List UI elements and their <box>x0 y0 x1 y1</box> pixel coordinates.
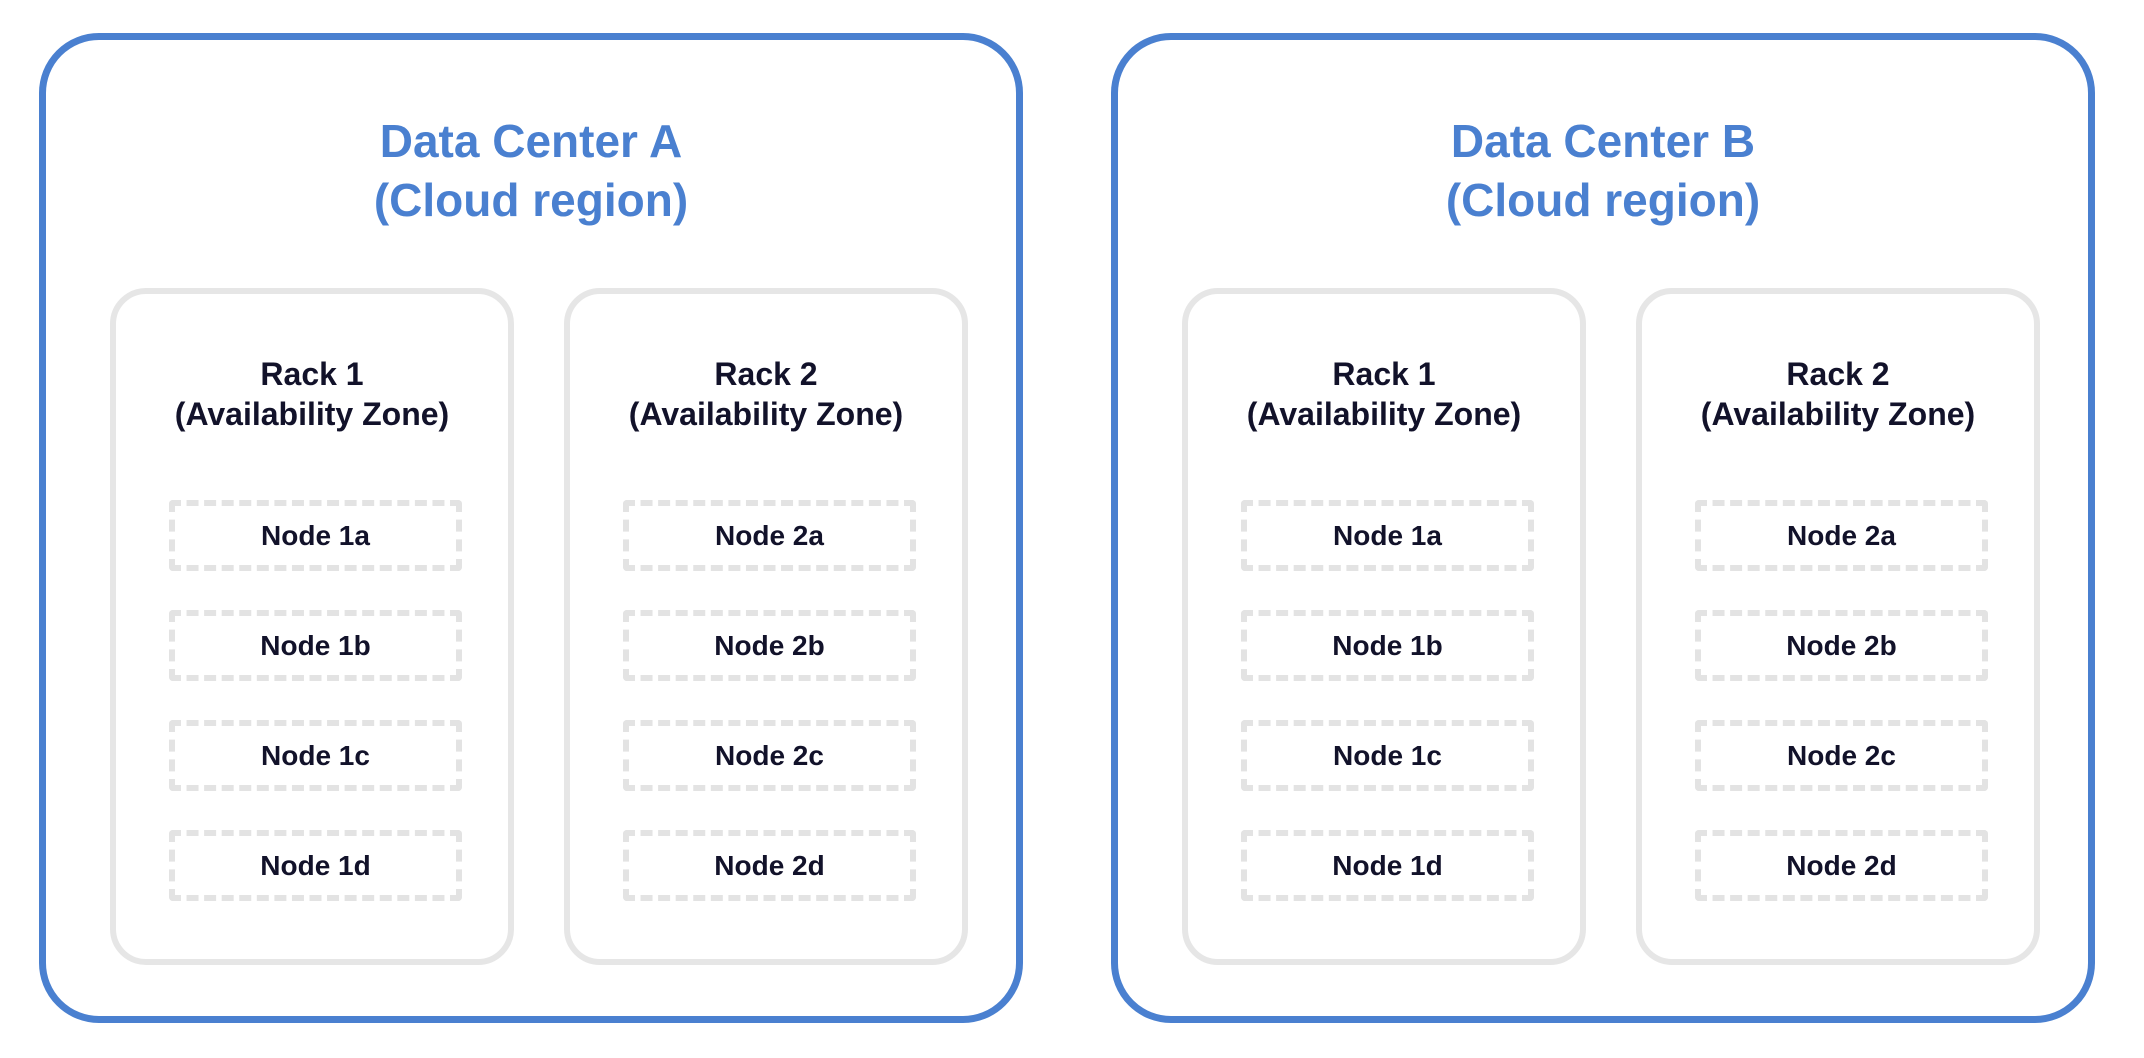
node-2d: Node 2d <box>623 830 916 901</box>
rack-name: Rack 1 <box>260 356 364 392</box>
rack-subtitle: (Availability Zone) <box>628 396 904 432</box>
node-2c: Node 2c <box>1695 720 1988 791</box>
rack-title: Rack 2 (Availability Zone) <box>1642 354 2034 434</box>
rack-2: Rack 2 (Availability Zone) Node 2a Node … <box>564 288 968 965</box>
node-1d: Node 1d <box>169 830 462 901</box>
node-1b: Node 1b <box>1241 610 1534 681</box>
data-center-subtitle: (Cloud region) <box>373 174 689 226</box>
node-1d: Node 1d <box>1241 830 1534 901</box>
node-1b: Node 1b <box>169 610 462 681</box>
rack-subtitle: (Availability Zone) <box>1700 396 1976 432</box>
node-2a: Node 2a <box>1695 500 1988 571</box>
rack-2: Rack 2 (Availability Zone) Node 2a Node … <box>1636 288 2040 965</box>
node-1a: Node 1a <box>1241 500 1534 571</box>
node-2a: Node 2a <box>623 500 916 571</box>
node-1a: Node 1a <box>169 500 462 571</box>
data-center-title: Data Center A (Cloud region) <box>46 112 1016 230</box>
rack-title: Rack 2 (Availability Zone) <box>570 354 962 434</box>
rack-subtitle: (Availability Zone) <box>1246 396 1522 432</box>
rack-1: Rack 1 (Availability Zone) Node 1a Node … <box>110 288 514 965</box>
rack-name: Rack 1 <box>1332 356 1436 392</box>
data-center-a: Data Center A (Cloud region) Rack 1 (Ava… <box>39 33 1023 1023</box>
rack-name: Rack 2 <box>714 356 818 392</box>
rack-1: Rack 1 (Availability Zone) Node 1a Node … <box>1182 288 1586 965</box>
rack-title: Rack 1 (Availability Zone) <box>116 354 508 434</box>
data-center-title: Data Center B (Cloud region) <box>1118 112 2088 230</box>
node-2b: Node 2b <box>1695 610 1988 681</box>
data-center-subtitle: (Cloud region) <box>1445 174 1761 226</box>
data-center-b: Data Center B (Cloud region) Rack 1 (Ava… <box>1111 33 2095 1023</box>
node-2d: Node 2d <box>1695 830 1988 901</box>
rack-subtitle: (Availability Zone) <box>174 396 450 432</box>
node-1c: Node 1c <box>1241 720 1534 791</box>
node-2c: Node 2c <box>623 720 916 791</box>
data-center-name: Data Center B <box>1450 115 1756 167</box>
rack-title: Rack 1 (Availability Zone) <box>1188 354 1580 434</box>
rack-name: Rack 2 <box>1786 356 1890 392</box>
data-center-name: Data Center A <box>379 115 683 167</box>
node-2b: Node 2b <box>623 610 916 681</box>
node-1c: Node 1c <box>169 720 462 791</box>
